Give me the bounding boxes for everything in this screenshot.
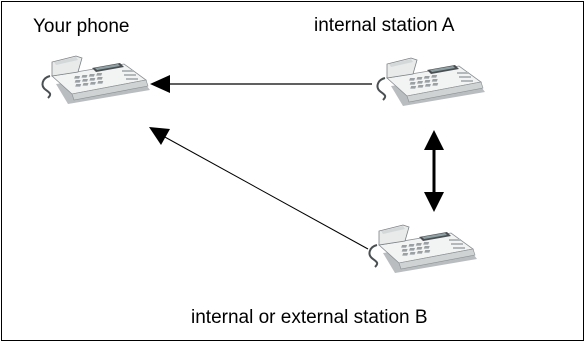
double-arrow-a-b: [424, 130, 444, 212]
station-a-phone-icon: [376, 57, 486, 107]
arrow-b-to-your-phone: [149, 127, 369, 250]
your-phone-label: Your phone: [33, 16, 130, 37]
station-b-phone-icon: [368, 224, 478, 274]
your-phone-icon: [41, 55, 151, 105]
station-a-label: internal station A: [314, 15, 455, 36]
station-b-label: internal or external station B: [191, 307, 428, 328]
arrow-a-to-your-phone: [150, 75, 372, 93]
